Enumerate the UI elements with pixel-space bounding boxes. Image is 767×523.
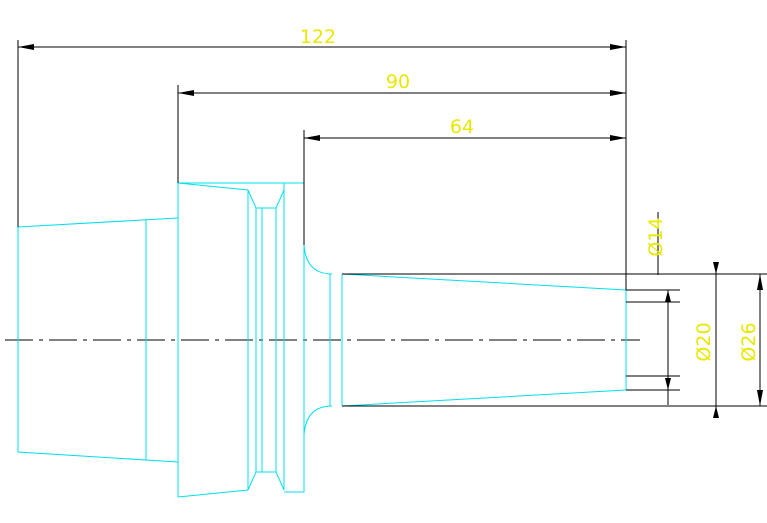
dim-text-d26: Ø26 (738, 322, 760, 361)
arrow-20-top (713, 262, 719, 274)
arrow-122-left (18, 44, 34, 50)
shank-taper (341, 273, 627, 407)
arrow-14-bottom (665, 378, 671, 390)
arrow-14-top (665, 290, 671, 302)
part-outline (17, 182, 627, 498)
dim-text-d14: Ø14 (645, 217, 667, 256)
left-taper (17, 217, 179, 463)
arrow-20-bottom (713, 406, 719, 418)
arrow-64-right (610, 135, 626, 141)
arrow-26-bottom (757, 390, 763, 406)
arrow-122-right (610, 44, 626, 50)
dim-text-122: 122 (300, 26, 336, 48)
arrow-26-top (757, 274, 763, 290)
arrow-90-right (610, 90, 626, 96)
v-groove (247, 189, 285, 491)
arrow-64-left (304, 135, 320, 141)
dim-text-64: 64 (450, 116, 474, 138)
collar (283, 182, 305, 493)
dim-text-90: 90 (386, 71, 410, 93)
arrowheads (18, 44, 763, 418)
dim-text-d20: Ø20 (693, 322, 715, 361)
lower-fillet (303, 405, 333, 436)
dimension-lines (17, 40, 767, 418)
flange-body (177, 182, 249, 498)
upper-fillet (303, 244, 333, 275)
arrow-90-left (178, 90, 194, 96)
